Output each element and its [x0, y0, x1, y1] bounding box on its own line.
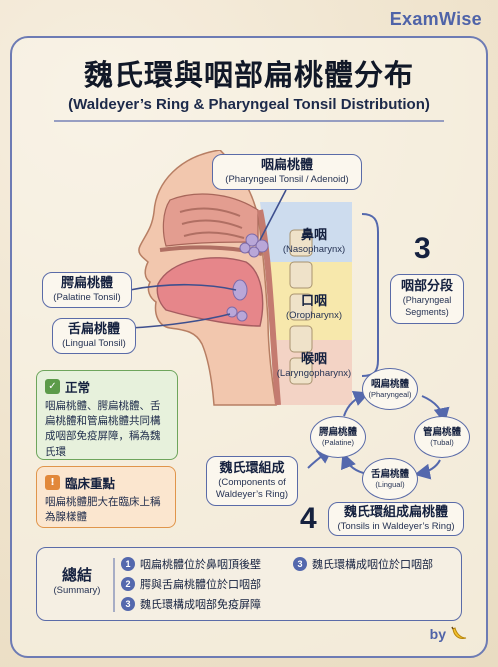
palatine-tonsil-en: (Palatine Tonsil): [53, 292, 121, 304]
cervical-spine: [289, 229, 313, 385]
summary-item-4: 3 魏氏環構成咽位於口咽部: [293, 556, 433, 572]
ring-components-zh: 魏氏環組成: [219, 461, 285, 476]
pointer-pharyngeal: [259, 189, 287, 241]
pharyngeal-tonsil-shape: [239, 233, 269, 258]
summary-item-2: 2 腭與舌扁桃體位於口咽部: [121, 576, 261, 592]
ring-components-en: (Components of Waldeyer’s Ring): [215, 477, 289, 501]
segment-bracket: [361, 213, 379, 377]
clinical-note: ! 臨床重點 咽扁桃體肥大在臨床上稱為腺樣體: [36, 466, 176, 528]
nasal-turbinates: [179, 207, 245, 239]
ring-node-pharyngeal-en: (Pharyngeal): [368, 390, 412, 400]
pharyngeal-tonsil-en: (Pharyngeal Tonsil / Adenoid): [225, 174, 349, 186]
summary-item-1: 1 咽扁桃體位於鼻咽頂後壁: [121, 556, 261, 572]
pharynx-wall: [257, 209, 281, 406]
lingual-tonsil-zh: 舌扁桃體: [67, 322, 120, 337]
oropharynx-label: 口咽 (Oropharynx): [272, 294, 356, 322]
pharyngeal-tonsil-label: 咽扁桃體 (Pharyngeal Tonsil / Adenoid): [212, 154, 362, 190]
oropharynx-en: (Oropharynx): [286, 310, 342, 322]
clinical-note-header: ! 臨床重點: [45, 473, 167, 492]
oropharynx-zh: 口咽: [300, 294, 327, 309]
ring-node-palatine-zh: 腭扁桃體: [318, 426, 357, 438]
ring-count-number: 4: [300, 502, 317, 535]
lingual-tonsil-en: (Lingual Tonsil): [62, 338, 126, 350]
summary-subtitle: (Summary): [53, 584, 101, 596]
footer-credit: by: [430, 626, 468, 642]
summary-item-1-text: 咽扁桃體位於鼻咽頂後壁: [140, 558, 261, 571]
laryngopharynx-zh: 喉咽: [300, 352, 327, 367]
pharyngeal-tonsil-zh: 咽扁桃體: [260, 158, 313, 173]
summary-item-3-number: 3: [121, 597, 135, 611]
ring-arrow-2: [414, 459, 441, 480]
clinical-note-body: 咽扁桃體肥大在臨床上稱為腺樣體: [45, 496, 161, 524]
pointer-palatine: [129, 283, 237, 291]
ring-node-palatine: 腭扁桃體 (Palatine): [310, 416, 366, 458]
banana-icon: [451, 626, 467, 639]
page-title: 魏氏環與咽部扁桃體分布: [83, 58, 414, 92]
ring-node-tubal-en: (Tubal): [430, 438, 454, 448]
segments-number: 3: [414, 232, 431, 265]
footer-by-text: by: [429, 626, 446, 642]
ring-node-tubal: 管扁桃體 (Tubal): [414, 416, 470, 458]
segments-zh: 咽部分段: [400, 279, 453, 294]
summary-item-3: 3 魏氏環構成咽部免疫屏障: [121, 596, 261, 612]
lingual-tonsil-label: 舌扁桃體 (Lingual Tonsil): [52, 318, 136, 354]
summary-panel: 總結 (Summary) 1 咽扁桃體位於鼻咽頂後壁 2 腭與舌扁桃體位於口咽部…: [36, 547, 462, 621]
summary-heading: 總結 (Summary): [45, 566, 109, 597]
ring-node-pharyngeal-zh: 咽扁桃體: [370, 378, 409, 390]
summary-item-1-number: 1: [121, 557, 135, 571]
ring-node-palatine-en: (Palatine): [321, 438, 355, 448]
normal-note-header: ✓ 正常: [45, 377, 169, 396]
summary-item-4-number: 3: [293, 557, 307, 571]
nasopharynx-en: (Nasopharynx): [282, 244, 346, 256]
palatine-tonsil-zh: 腭扁桃體: [60, 276, 113, 291]
ring-node-lingual-en: (Lingual): [375, 480, 405, 490]
brand-logo[interactable]: ExamWise: [389, 9, 482, 29]
pointer-lingual: [129, 313, 231, 329]
ring-components-label: 魏氏環組成 (Components of Waldeyer’s Ring): [206, 456, 298, 506]
nasopharynx-zh: 鼻咽: [300, 228, 327, 243]
ring-count-label: 魏氏環組成扁桃體 (Tonsils in Waldeyer’s Ring): [328, 502, 464, 536]
check-icon: ✓: [45, 379, 60, 394]
summary-item-4-text: 魏氏環構成咽位於口咽部: [312, 558, 433, 571]
ring-count-zh: 魏氏環組成扁桃體: [343, 505, 448, 520]
title-divider: [54, 120, 444, 122]
ring-node-lingual: 舌扁桃體 (Lingual): [362, 458, 418, 500]
laryngopharynx-label: 喉咽 (Laryngopharynx): [262, 352, 366, 380]
segments-label: 咽部分段 (Pharyngeal Segments): [390, 274, 464, 324]
normal-note-body: 咽扁桃體、腭扁桃體、舌扁桃體和管扁桃體共同構成咽部免疫屏障，稱為魏氏環: [45, 400, 161, 458]
warning-icon: !: [45, 475, 60, 490]
head-cross-section-illustration: [129, 150, 352, 406]
ring-count-en: (Tonsils in Waldeyer’s Ring): [337, 521, 455, 533]
summary-title: 總結: [61, 566, 92, 584]
summary-item-2-text: 腭與舌扁桃體位於口咽部: [140, 578, 261, 591]
normal-note-title: 正常: [65, 380, 91, 395]
laryngopharynx-en: (Laryngopharynx): [276, 368, 352, 380]
ring-node-pharyngeal: 咽扁桃體 (Pharyngeal): [362, 368, 418, 410]
nasopharynx-label: 鼻咽 (Nasopharynx): [272, 228, 356, 256]
clinical-note-title: 臨床重點: [65, 476, 116, 491]
summary-item-2-number: 2: [121, 577, 135, 591]
page-subtitle: (Waldeyer’s Ring & Pharyngeal Tonsil Dis…: [68, 96, 430, 113]
normal-note: ✓ 正常 咽扁桃體、腭扁桃體、舌扁桃體和管扁桃體共同構成咽部免疫屏障，稱為魏氏環: [36, 370, 178, 460]
ring-node-lingual-zh: 舌扁桃體: [370, 468, 409, 480]
summary-item-3-text: 魏氏環構成咽部免疫屏障: [140, 598, 261, 611]
palatine-tonsil-label: 腭扁桃體 (Palatine Tonsil): [42, 272, 132, 308]
summary-divider: [113, 558, 115, 612]
segments-en: (Pharyngeal Segments): [402, 295, 452, 317]
ring-node-tubal-zh: 管扁桃體: [422, 426, 461, 438]
